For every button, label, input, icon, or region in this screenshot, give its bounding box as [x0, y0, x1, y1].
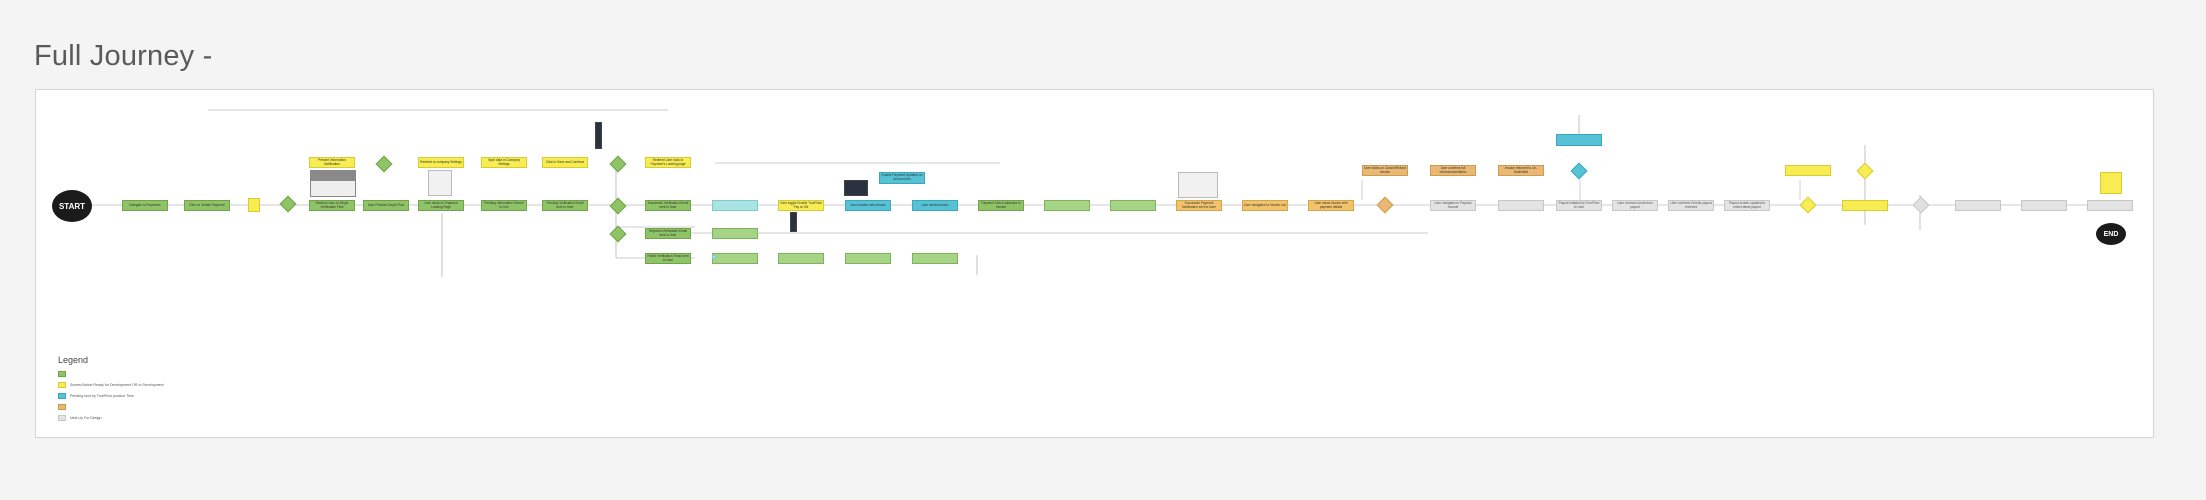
flow-step-payouts-module[interactable]: User navigates to Payouts module [1430, 200, 1476, 211]
legend-row: Next Up For Design [58, 412, 164, 423]
screen-thumbnail-6 [1178, 172, 1218, 198]
decision-depth[interactable] [376, 156, 393, 173]
flow-step-receive-funds[interactable]: User receives funds from payout [1612, 200, 1658, 211]
legend-swatch-teal [58, 393, 66, 399]
flow-step-green-c[interactable] [778, 253, 824, 264]
legend: Legend Screen/Article Ready for Developm… [58, 355, 164, 423]
flow-step-create-invoice[interactable]: User creates new invoice [845, 200, 891, 211]
decision-verified[interactable] [280, 196, 297, 213]
screen-thumbnail-5 [844, 180, 868, 196]
flow-step-green-a[interactable] [712, 228, 758, 239]
decision-rejected[interactable] [610, 226, 627, 243]
legend-text: Next Up For Design [70, 416, 102, 420]
flow-step-send-invoice[interactable]: User sends invoice [912, 200, 958, 211]
flow-step-back-landing[interactable]: Redirect User back to Payment's Landing … [645, 157, 691, 168]
flow-step-teal-light-b[interactable] [712, 255, 716, 259]
flow-step-teal-top[interactable] [1556, 134, 1602, 146]
legend-row: Pending sent by TruePrice product Time [58, 390, 164, 401]
flow-step-pending-screen[interactable]: Pending Information Screen is Live [481, 200, 527, 211]
flow-step-green-b[interactable] [712, 253, 758, 264]
legend-swatch-green [58, 371, 66, 377]
flow-step-initiate-payment[interactable]: Click on 'Initiate Payment' [184, 200, 230, 211]
decision-yellow-b[interactable] [1857, 163, 1874, 180]
legend-row [58, 401, 164, 412]
flow-step-confirm-refund[interactable]: User confirms full refund/cancellation [1430, 165, 1476, 176]
flow-step-grey-d[interactable] [2087, 200, 2133, 211]
decision-teal[interactable] [1571, 163, 1588, 180]
flow-step-small-note[interactable] [248, 198, 260, 212]
flow-step-invoice-list[interactable]: User navigates to Invoice List [1242, 200, 1288, 211]
legend-text: Pending sent by TruePrice product Time [70, 394, 134, 398]
flow-step-information-notification[interactable]: Present Information Notification [309, 157, 355, 168]
flow-step-redirect-company[interactable]: Redirect to company Settings [418, 157, 464, 168]
legend-text: Screen/Article Ready for Development OR … [70, 383, 164, 387]
flow-step-yellow-top[interactable] [1785, 165, 1831, 176]
legend-swatch-yellow [58, 382, 66, 388]
start-terminal[interactable]: START [52, 190, 92, 222]
flow-step-input-company[interactable]: Input data in Company Settings [481, 157, 527, 168]
flow-step-view-invoice[interactable]: User views invoice with payment details [1308, 200, 1354, 211]
flow-step-payment-notification[interactable]: Successful Payment Notification sent to … [1176, 200, 1222, 211]
flow-step-yellow-main[interactable] [1842, 200, 1888, 211]
flow-step-teal-light[interactable] [712, 200, 758, 211]
screen-thumbnail-3 [595, 122, 602, 149]
flow-step-green-f[interactable] [1044, 200, 1090, 211]
screen-thumbnail-4 [790, 212, 797, 232]
end-terminal[interactable]: END [2096, 223, 2126, 245]
flow-step-payment-link[interactable]: Payment Link is attached to invoice [978, 200, 1024, 211]
flow-step-grey-a[interactable] [1498, 200, 1544, 211]
flow-step-green-e[interactable] [912, 253, 958, 264]
legend-row: Screen/Article Ready for Development OR … [58, 379, 164, 390]
flow-step-cancel-refund[interactable]: User clicks on Cancel/Refund invoice [1362, 165, 1408, 176]
flow-step-save-continue[interactable]: Click to Save and Continue [542, 157, 588, 168]
decision-refund[interactable] [1377, 197, 1394, 214]
flow-step-finishes-depth[interactable]: User Finishes Depth Flow [363, 200, 409, 211]
flow-step-payment-updated[interactable]: Enable Payment Updated on Account Info [879, 172, 925, 184]
legend-swatch-grey [58, 415, 66, 421]
decision-verification-result[interactable] [610, 198, 627, 215]
flow-step-grey-c[interactable] [2021, 200, 2067, 211]
legend-row [58, 368, 164, 379]
flow-step-failed-email[interactable]: Failed Verification Email sent to User [645, 253, 691, 264]
screen-thumbnail-2 [428, 170, 452, 196]
flow-step-yellow-note[interactable] [2100, 172, 2122, 194]
flow-step-grey-b[interactable] [1955, 200, 2001, 211]
decision-save[interactable] [610, 156, 627, 173]
flow-step-payment-landing[interactable]: User lands on Payment Landing Page [418, 200, 464, 211]
flow-step-redirect-verification[interactable]: Redirect User to Single Verification Flo… [309, 200, 355, 211]
flow-step-confirm-payout[interactable]: User confirms if funds payout received [1668, 200, 1714, 211]
decision-yellow-a[interactable] [1800, 197, 1817, 214]
screen-thumbnail-1 [310, 170, 356, 197]
flow-step-payout-updated[interactable]: Payout screen updated to reflect latest … [1724, 200, 1770, 211]
flow-step-toggle-pay[interactable]: User toggle Enable TruePrice Pay to ON [778, 200, 824, 211]
flow-step-success-email[interactable]: Successful Verification Email sent to Us… [645, 200, 691, 211]
flow-step-payout-initiated[interactable]: Payout Initiated by TruePrice to User [1556, 200, 1602, 211]
flow-step-green-g[interactable] [1110, 200, 1156, 211]
flow-step-rejected-email[interactable]: Rejected Verification Email sent to User [645, 228, 691, 239]
decision-grey[interactable] [1913, 197, 1930, 214]
legend-swatch-orange [58, 404, 66, 410]
legend-title: Legend [58, 355, 164, 365]
flow-step-navigate-payments[interactable]: Navigate to Payments [122, 200, 168, 211]
flow-step-unsubmitted[interactable]: Invoice returned to Un-Submitted [1498, 165, 1544, 176]
flow-step-green-d[interactable] [845, 253, 891, 264]
flow-step-pending-email[interactable]: Pending Verification Email sent to User [542, 200, 588, 211]
